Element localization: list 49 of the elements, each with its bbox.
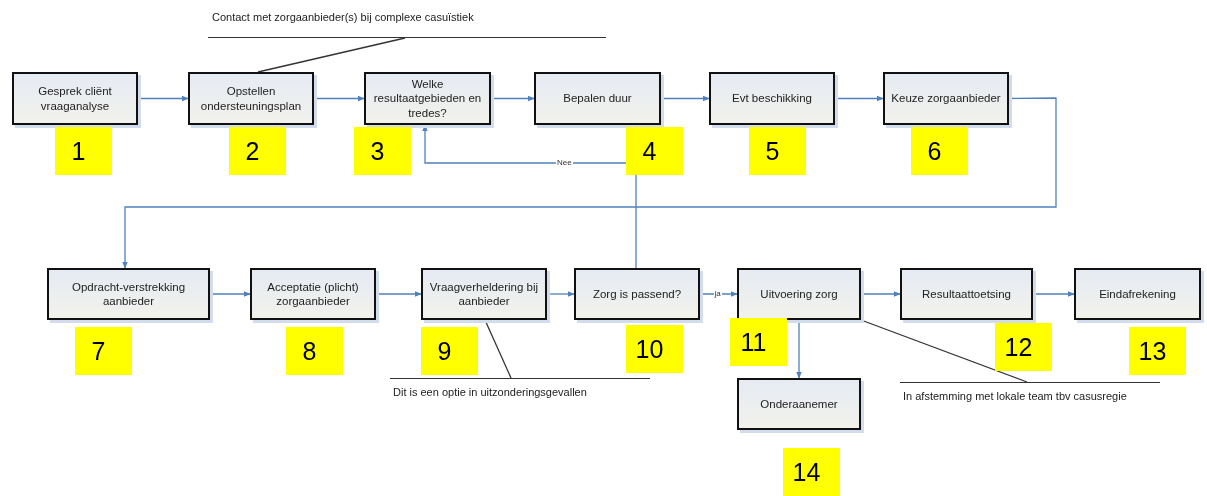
box-label: Onderaanemer [760,396,838,412]
box-label: Opdracht-verstrekking aanbieder [70,279,187,309]
step-number: 11 [730,318,787,366]
step-number: 4 [626,127,683,175]
box-label: Acceptatie (plicht) zorgaanbieder [266,279,360,309]
process-box [250,268,376,320]
box-label: Uitvoering zorg [760,286,838,302]
step-number: 9 [421,327,478,375]
step-number: 6 [911,127,968,175]
process-box [709,72,835,125]
process-box [534,72,661,125]
process-box [12,72,138,125]
box-label: Gesprek cliënt vraaganalyse [37,84,113,113]
box-label: Eindafrekening [1099,286,1176,302]
step-number: 5 [749,127,806,175]
box-label: Vraagverheldering bij aanbieder [428,279,540,309]
process-box [883,72,1009,125]
leader-line [257,37,406,73]
step-number: 14 [783,448,840,496]
box-label: Bepalen duur [563,91,632,106]
process-box [574,268,700,320]
edge-label: ja [713,289,722,298]
process-box [364,72,491,125]
box-label: Keuze zorgaanbieder [891,91,1001,106]
process-box [421,268,547,320]
box-label: Resultaattoetsing [922,286,1011,302]
box-label: Opstellen ondersteuningsplan [199,84,303,113]
step-number: 2 [229,127,286,175]
process-box [47,268,210,320]
box-label: Zorg is passend? [592,286,682,302]
process-box [1074,268,1201,320]
step-number: 1 [55,127,112,175]
step-number: 3 [354,127,411,175]
process-box [737,268,861,320]
note-text: In afstemming met lokale team tbv casusregie [903,390,1127,402]
step-number: 13 [1129,327,1186,375]
process-box [900,268,1033,320]
step-number: 8 [286,327,343,375]
process-box [188,72,314,125]
process-box [737,378,861,430]
step-number: 7 [75,327,132,375]
note-text: Contact met zorgaanbieder(s) bij complexe casuïstiek [212,11,474,23]
step-number: 10 [626,325,683,373]
edge-label: Nee [556,158,573,167]
note-text: Dit is een optie in uitzonderingsgevallen [393,386,587,398]
arrow [122,97,1057,269]
step-number: 12 [995,323,1052,371]
box-label: Evt beschikking [732,91,812,106]
box-label: Welke resultaatgebieden en tredes? [372,76,483,121]
